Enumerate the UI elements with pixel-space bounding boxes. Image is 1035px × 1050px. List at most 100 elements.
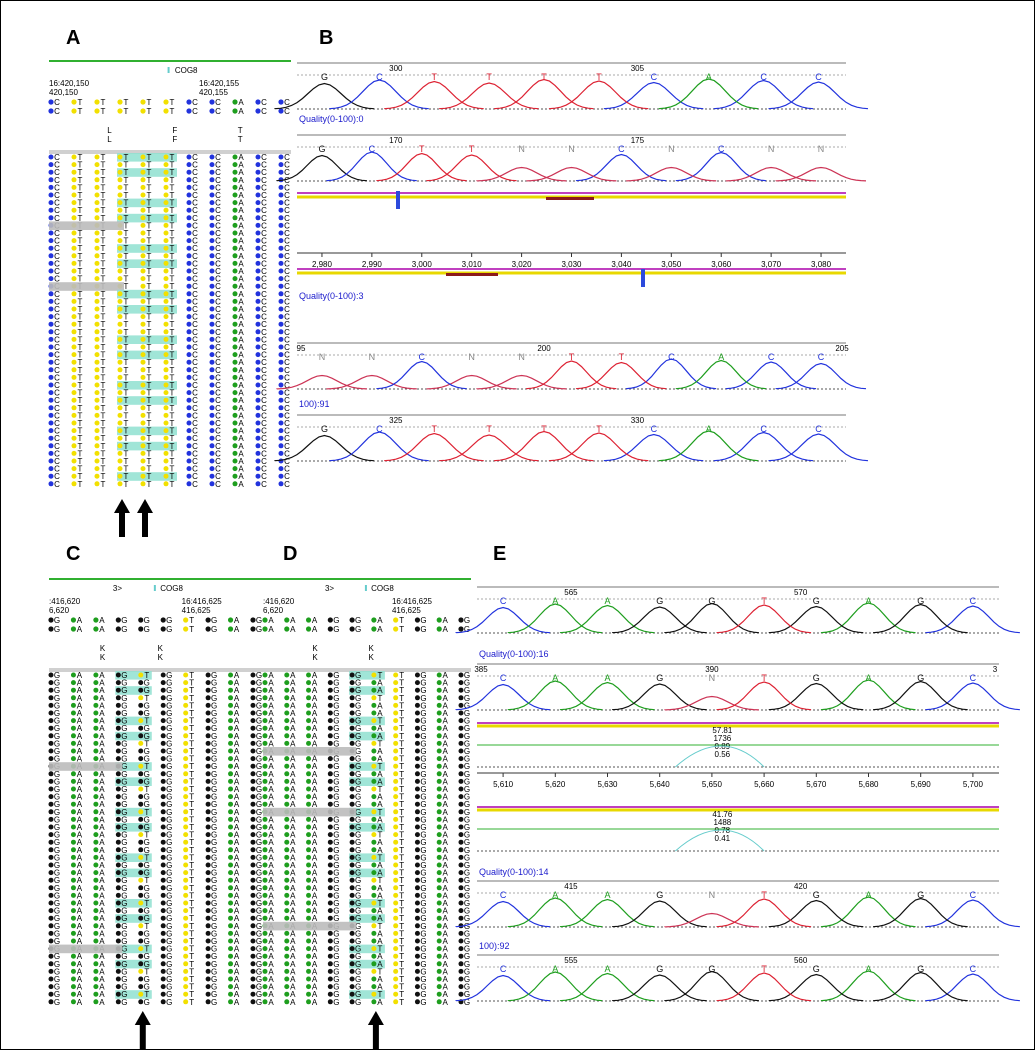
read-dot	[306, 961, 312, 967]
read-dot	[94, 352, 100, 358]
read-dot	[436, 915, 442, 921]
read-base: G	[464, 853, 470, 862]
read-base: G	[420, 922, 426, 931]
read-dot	[163, 382, 169, 388]
read-base: G	[420, 808, 426, 817]
coord-left-sub: 420,150	[49, 88, 78, 97]
read-base: G	[355, 838, 361, 847]
read-base: G	[464, 671, 470, 680]
read-dot	[71, 306, 77, 312]
read-base: G	[121, 838, 127, 847]
read-base: G	[420, 724, 426, 733]
read-base: G	[333, 724, 339, 733]
read-dot	[160, 953, 166, 959]
read-base: A	[312, 739, 318, 748]
read-base: T	[399, 952, 404, 961]
read-base: A	[443, 686, 449, 695]
read-dot	[327, 953, 333, 959]
read-base: A	[443, 884, 449, 893]
read-dot	[93, 839, 99, 845]
read-base: T	[189, 907, 194, 916]
read-base: A	[99, 785, 105, 794]
read-base: A	[238, 449, 244, 458]
read-base: A	[290, 709, 296, 718]
read-base: A	[312, 907, 318, 916]
read-base: C	[215, 183, 221, 192]
read-base: T	[101, 373, 106, 382]
read-dot	[250, 809, 256, 815]
read-base: G	[256, 770, 262, 779]
read-dot	[209, 412, 215, 418]
read-base: C	[261, 199, 267, 208]
read-dot	[250, 877, 256, 883]
read-base: T	[147, 411, 152, 420]
read-base: T	[399, 853, 404, 862]
read-base: G	[166, 793, 172, 802]
read-dot	[70, 870, 76, 876]
read-base: G	[121, 907, 127, 916]
read-base: A	[268, 929, 274, 938]
ref-base: T	[101, 98, 106, 107]
read-base: A	[443, 929, 449, 938]
read-dot	[117, 481, 123, 487]
read-dot	[349, 877, 355, 883]
read-dot	[371, 938, 377, 944]
read-base: G	[464, 770, 470, 779]
read-base: G	[166, 831, 172, 840]
read-dot	[71, 390, 77, 396]
read-dot	[70, 680, 76, 686]
read-base: G	[166, 907, 172, 916]
read-base: G	[256, 694, 262, 703]
read-dot	[138, 786, 144, 792]
read-dot	[205, 854, 211, 860]
read-base: C	[261, 366, 267, 375]
read-dot	[306, 870, 312, 876]
read-base: C	[54, 244, 60, 253]
read-dot	[71, 382, 77, 388]
read-dot	[371, 847, 377, 853]
read-base: G	[420, 732, 426, 741]
base-call: C	[618, 144, 625, 154]
read-dot	[232, 154, 238, 160]
read-dot	[117, 458, 123, 464]
read-dot	[278, 321, 284, 327]
read-base: G	[54, 831, 60, 840]
read-dot	[48, 915, 54, 921]
read-dot	[436, 680, 442, 686]
read-base: G	[144, 800, 150, 809]
read-base: A	[312, 990, 318, 999]
trace-peak	[658, 430, 759, 462]
read-base: G	[121, 686, 127, 695]
read-dot	[250, 756, 256, 762]
read-base: G	[211, 762, 217, 771]
read-dot	[349, 832, 355, 838]
read-dot	[94, 450, 100, 456]
read-base: A	[443, 922, 449, 931]
highlight-bar	[546, 197, 594, 200]
read-base: A	[443, 747, 449, 756]
read-dot	[327, 877, 333, 883]
read-base: G	[54, 914, 60, 923]
read-dot	[278, 374, 284, 380]
read-dot	[232, 200, 238, 206]
read-base: A	[268, 777, 274, 786]
read-base: C	[261, 206, 267, 215]
read-base: G	[420, 815, 426, 824]
read-dot	[48, 458, 54, 464]
read-base: A	[77, 777, 83, 786]
read-base: G	[355, 914, 361, 923]
read-dot	[458, 938, 464, 944]
read-dot	[458, 832, 464, 838]
read-base: T	[147, 335, 152, 344]
read-base: G	[420, 945, 426, 954]
read-base: A	[238, 313, 244, 322]
read-dot	[71, 450, 77, 456]
read-base: C	[54, 275, 60, 284]
read-highlight	[349, 944, 385, 954]
read-dot	[71, 291, 77, 297]
read-base: A	[312, 679, 318, 688]
read-base: G	[256, 922, 262, 931]
read-dot	[93, 892, 99, 898]
read-base: G	[420, 694, 426, 703]
read-base: G	[464, 945, 470, 954]
